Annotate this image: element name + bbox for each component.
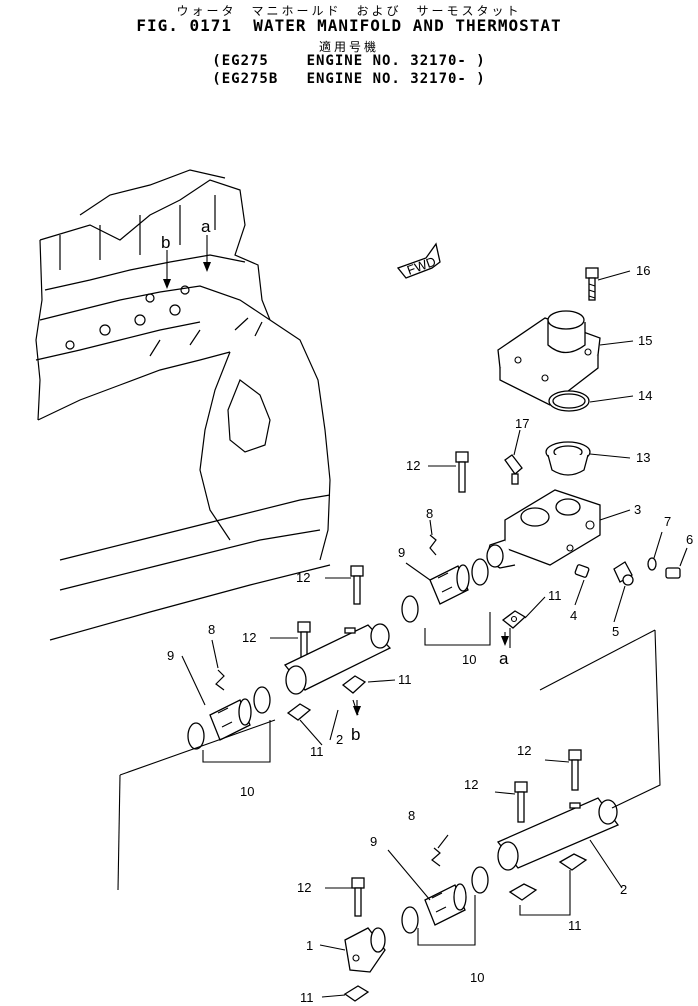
part-9-hose-lower (424, 883, 467, 926)
part-15-thermostat-cover (497, 310, 601, 406)
callout-17: 17 (515, 416, 529, 431)
callout-12-lower-mid: 12 (464, 777, 478, 792)
callout-12-lower-left: 12 (297, 880, 311, 895)
callout-10-upper: 10 (462, 652, 476, 667)
callout-10-left: 10 (240, 784, 254, 799)
callout-1: 1 (306, 938, 313, 953)
callout-11-bottom: 11 (300, 990, 314, 1005)
fwd-direction-tag: FWD (396, 242, 441, 279)
callout-2-lower: 2 (620, 882, 627, 897)
callout-9-lower: 9 (370, 834, 377, 849)
part-11-gasket-bottom (343, 985, 370, 1002)
callout-16: 16 (636, 263, 650, 278)
model-line-1: (EG275 ENGINE NO. 32170- ) (212, 53, 486, 69)
part-2-manifold-upper (283, 623, 392, 695)
part-1-elbow (344, 927, 386, 973)
part-3-thermostat-housing (486, 489, 601, 569)
fwd-label: FWD (405, 254, 438, 278)
ref-a-top: a (201, 217, 211, 236)
part-11-gaskets-lower (508, 853, 588, 901)
ref-a-bottom: a (499, 649, 509, 668)
part-8-clip-upper (429, 534, 437, 556)
part-9-hose-upper (429, 564, 470, 605)
callout-11-upper: 11 (548, 588, 562, 603)
part-16-bolt (585, 267, 599, 301)
part-11-gasket-upper (501, 610, 527, 629)
applicable-label: 適用号機 (318, 40, 379, 54)
callout-12-upper: 12 (296, 570, 310, 585)
callout-labels: 16 15 14 13 3 7 6 4 5 17 12 8 9 11 10 12… (161, 217, 693, 1005)
part-12-bolt-housing (455, 451, 469, 493)
callout-3: 3 (634, 502, 641, 517)
callout-12-left: 12 (242, 630, 256, 645)
ref-b-bottom: b (351, 725, 360, 744)
callout-8-lower: 8 (408, 808, 415, 823)
part-17-sensor (504, 454, 523, 485)
part-13-thermostat (545, 441, 591, 476)
callout-9-left: 9 (167, 648, 174, 663)
part-6-plug (665, 567, 681, 579)
part-4-plug (574, 564, 590, 578)
callout-10-lower: 10 (470, 970, 484, 985)
part-2-manifold-lower (496, 797, 620, 871)
callout-8-upper: 8 (426, 506, 433, 521)
part-12-bolt-lower-right (568, 749, 582, 791)
part-10-o-rings-left (187, 686, 271, 750)
part-10-o-rings-upper (401, 558, 489, 623)
model-line-2: (EG275B ENGINE NO. 32170- ) (212, 71, 486, 87)
callout-11-manifold: 11 (398, 672, 412, 687)
callout-6: 6 (686, 532, 693, 547)
part-12-bolt-lower-mid (514, 781, 528, 823)
leader-lines (181, 270, 688, 998)
part-7-washer (647, 557, 657, 571)
callout-15: 15 (638, 333, 652, 348)
callout-12-lower-right: 12 (517, 743, 531, 758)
part-11-gasket-manifold (286, 675, 367, 721)
callout-9-upper: 9 (398, 545, 405, 560)
callout-5: 5 (612, 624, 619, 639)
callout-2-upper: 2 (336, 732, 343, 747)
callout-11-manifold-lower: 11 (310, 744, 324, 759)
part-9-hose-left (209, 698, 252, 741)
callout-8-left: 8 (208, 622, 215, 637)
callout-14: 14 (638, 388, 652, 403)
callout-4: 4 (570, 608, 577, 623)
part-8-clip-left (215, 669, 225, 691)
part-5-temperature-sensor (613, 561, 634, 586)
callout-13: 13 (636, 450, 650, 465)
callout-12-housing: 12 (406, 458, 420, 473)
japanese-title: ウォータ マニホールド および サーモスタット (176, 4, 522, 18)
ref-b-top: b (161, 233, 170, 252)
section-connector-lines (117, 629, 661, 891)
part-12-bolt-lower-left (351, 877, 365, 917)
callout-11-lower: 11 (568, 918, 582, 933)
part-10-o-rings-lower (401, 866, 489, 934)
part-14-o-ring (548, 390, 590, 412)
engine-block (35, 169, 331, 641)
callout-7: 7 (664, 514, 671, 529)
reference-arrows (163, 235, 509, 716)
figure-title: FIG. 0171 WATER MANIFOLD AND THERMOSTAT (136, 16, 562, 35)
part-12-bolt-upper (350, 565, 364, 605)
part-8-clip-lower (431, 847, 441, 867)
